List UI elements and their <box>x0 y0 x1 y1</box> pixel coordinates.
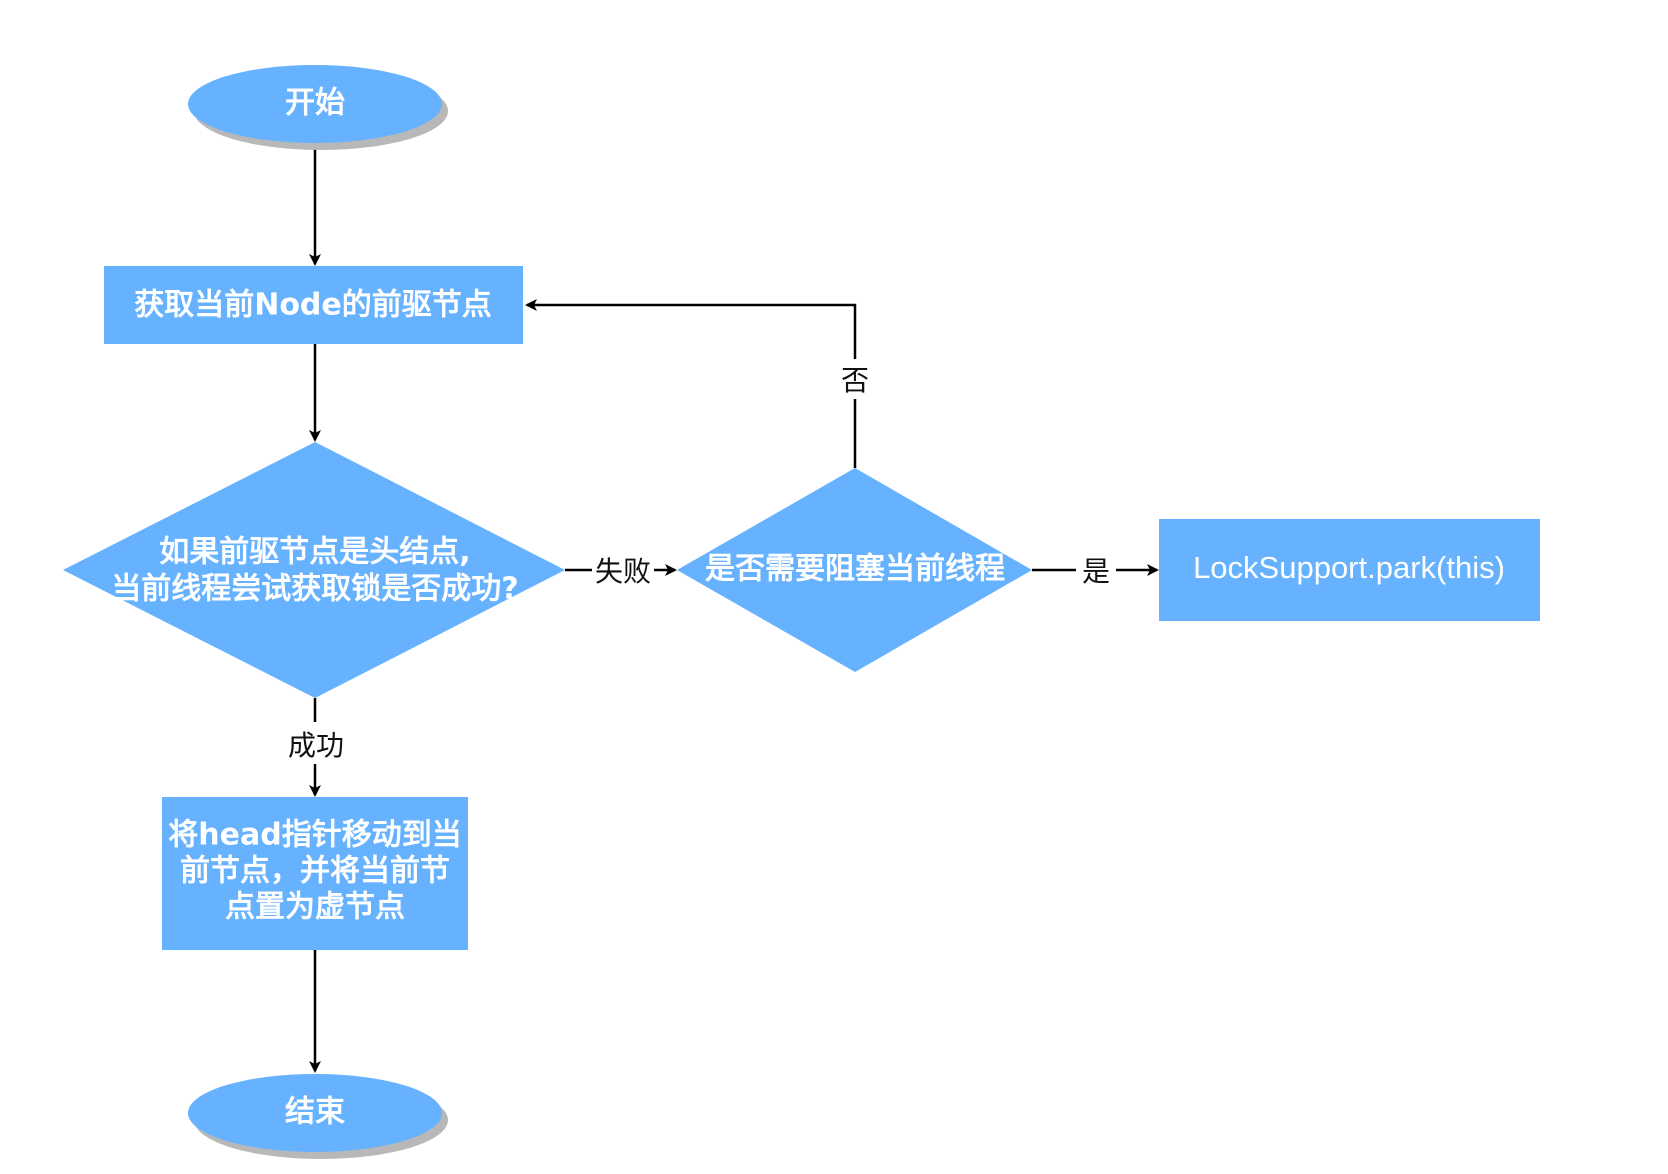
edge-no-label: 否 <box>841 364 869 397</box>
end-node-shape <box>188 1074 442 1152</box>
park-node: LockSupport.park(this) <box>1159 519 1540 621</box>
edge-no-label-bg <box>836 359 874 399</box>
edge-yes-label: 是 <box>1082 555 1110 588</box>
get-predecessor-node: 获取当前Node的前驱节点 <box>104 266 523 344</box>
edge-no <box>525 299 857 468</box>
edge-fail-label-bg <box>592 548 654 590</box>
set-head-shape <box>162 797 468 950</box>
park-node-shape <box>1159 519 1540 621</box>
edge-success-label: 成功 <box>288 729 344 762</box>
edge-yes-label-bg <box>1076 548 1116 590</box>
end-node-label: 结束 <box>285 1095 345 1130</box>
try-acquire-shape <box>63 442 565 698</box>
try-acquire-label-line-2: 当前线程尝试获取锁是否成功? <box>111 572 518 607</box>
should-park-shape <box>677 468 1032 672</box>
set-head-node: 将head指针移动到当 前节点，并将当前节 点置为虚节点 <box>162 797 468 950</box>
start-node-label: 开始 <box>285 86 345 121</box>
get-predecessor-label: 获取当前Node的前驱节点 <box>134 288 492 323</box>
get-predecessor-shape <box>104 266 523 344</box>
set-head-label-line-1: 将head指针移动到当 <box>168 818 461 853</box>
edge-success-label-bg <box>285 722 347 764</box>
try-acquire-decision: 如果前驱节点是头结点, 当前线程尝试获取锁是否成功? <box>63 442 565 698</box>
edges: 失败 成功 否 是 <box>285 142 1159 1073</box>
set-head-label-line-2: 前节点，并将当前节 <box>180 854 450 889</box>
start-node-shape <box>188 65 442 143</box>
should-park-label: 是否需要阻塞当前线程 <box>705 552 1005 587</box>
set-head-label-line-3: 点置为虚节点 <box>225 890 405 925</box>
end-node: 结束 <box>188 1074 448 1159</box>
edge-fail-label: 失败 <box>595 555 651 588</box>
start-node: 开始 <box>188 65 448 150</box>
park-node-label: LockSupport.park(this) <box>1193 550 1505 585</box>
try-acquire-label-line-1: 如果前驱节点是头结点, <box>159 535 470 570</box>
should-park-decision: 是否需要阻塞当前线程 <box>677 468 1032 672</box>
